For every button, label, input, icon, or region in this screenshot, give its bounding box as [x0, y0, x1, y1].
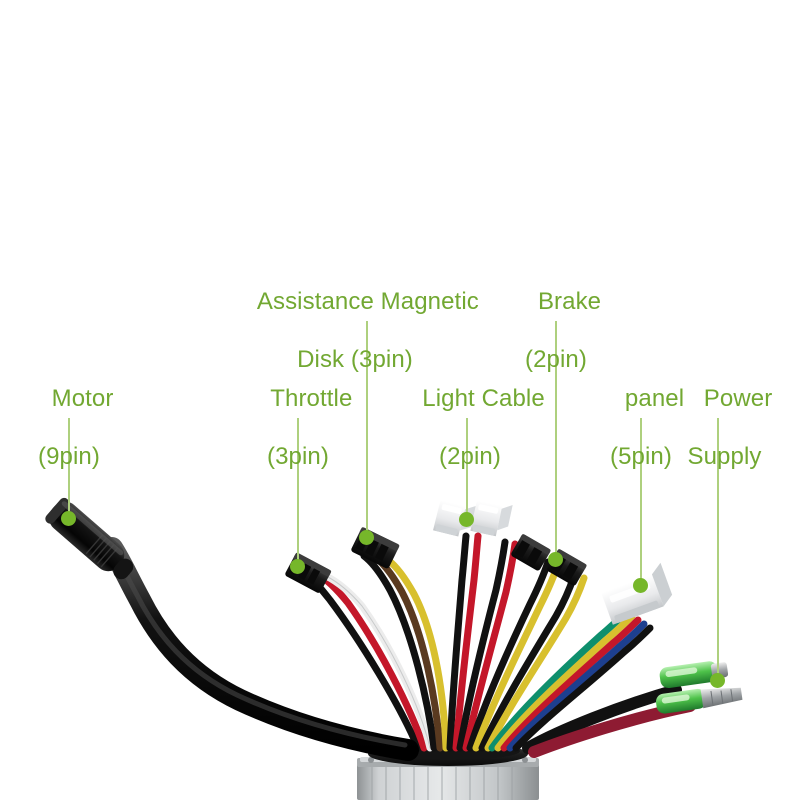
leader-line-motor	[68, 418, 70, 515]
label-light-cable-line2: (2pin)	[439, 443, 501, 470]
wire-harness	[101, 532, 696, 761]
label-panel-line2: (5pin)	[610, 443, 672, 470]
label-throttle: Throttle (3pin)	[218, 355, 378, 529]
label-assistance-line1: Assistance Magnetic	[256, 288, 479, 315]
leader-line-panel	[640, 418, 642, 584]
power-supply-terminal-negative	[655, 687, 743, 714]
leader-line-light-cable	[466, 418, 468, 518]
leader-line-assistance-magnetic-disk	[366, 321, 368, 536]
label-power-supply: Power Supply	[672, 355, 777, 529]
label-brake: Brake (2pin)	[486, 258, 626, 432]
label-assistance-line2: Disk (3pin)	[297, 346, 413, 373]
label-motor-line1: Motor	[51, 385, 114, 412]
light-cable-connector-2pin-b	[470, 500, 513, 537]
throttle-connector-3pin	[285, 552, 332, 593]
callout-dot-power-supply	[710, 673, 725, 688]
label-power-supply-line1: Power	[703, 385, 773, 412]
label-brake-line1: Brake	[537, 288, 602, 315]
label-motor: Motor (9pin)	[0, 355, 138, 529]
label-assistance-magnetic-disk: Assistance Magnetic Disk (3pin)	[225, 258, 485, 432]
label-throttle-line1: Throttle	[270, 385, 353, 412]
leader-line-brake	[555, 321, 557, 558]
label-brake-line2: (2pin)	[525, 346, 587, 373]
label-panel-line1: panel	[624, 385, 685, 412]
label-light-cable-line1: Light Cable	[422, 385, 545, 412]
callout-dot-panel	[633, 578, 648, 593]
label-panel: panel (5pin)	[591, 355, 691, 529]
callout-dot-motor	[61, 511, 76, 526]
callout-dot-light-cable	[459, 512, 474, 527]
callout-dot-assistance-magnetic-disk	[359, 530, 374, 545]
brake-connector-2pin-a	[511, 534, 551, 571]
callout-dot-throttle	[290, 559, 305, 574]
leader-line-power-supply	[717, 418, 719, 679]
panel-connector-5pin	[601, 562, 673, 625]
label-power-supply-line2: Supply	[687, 443, 762, 470]
label-throttle-line2: (3pin)	[267, 443, 329, 470]
leader-line-throttle	[297, 418, 299, 565]
label-light-cable: Light Cable (2pin)	[390, 355, 550, 529]
label-motor-line2: (9pin)	[38, 443, 100, 470]
callout-dot-brake	[548, 552, 563, 567]
